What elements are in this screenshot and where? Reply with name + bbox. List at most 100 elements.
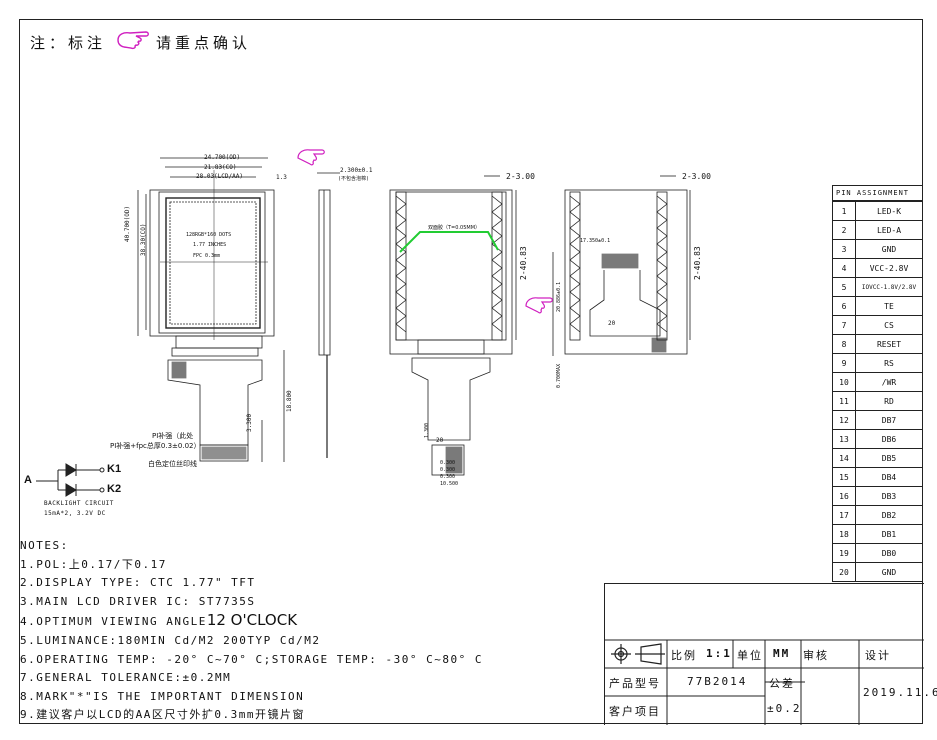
dim-label: 20 xyxy=(608,320,616,327)
note-line: 9.建议客户以LCD的AA区尺寸外扩0.3mm开镜片窗 xyxy=(20,708,305,722)
pin-number: 16 xyxy=(832,486,856,506)
pin-name: DB1 xyxy=(855,524,923,544)
pin-name: DB0 xyxy=(855,543,923,563)
pin-number: 5 xyxy=(832,277,856,297)
pin-assignment-title: PIN ASSIGNMENT xyxy=(832,185,923,201)
unit-value: MM xyxy=(773,647,791,660)
pin-name: LED-A xyxy=(855,220,923,240)
pin-dim: 0.300 xyxy=(440,474,456,480)
backlight-circuit xyxy=(36,463,105,497)
dim-label: 1.3 xyxy=(276,174,287,181)
backlight-title: BACKLIGHT CIRCUIT xyxy=(44,500,114,507)
pin-number: 18 xyxy=(832,524,856,544)
customer-label: 客户项目 xyxy=(609,705,661,718)
pointing-hand-icon xyxy=(525,297,553,314)
pin-name: /WR xyxy=(855,372,923,392)
note-line: 7.GENERAL TOLERANCE:±0.2MM xyxy=(20,671,232,685)
dim-label: 18.800 xyxy=(286,390,293,412)
pin-name: CS xyxy=(855,315,923,335)
pin-name: DB4 xyxy=(855,467,923,487)
note-line: 8.MARK"*"IS THE IMPORTANT DIMENSION xyxy=(20,689,305,703)
dim-label: 2.300±0.1 xyxy=(340,167,373,174)
note-line: 1.POL:上0.17/下0.17 xyxy=(20,557,167,571)
inner-label: FPC 0.3mm xyxy=(193,253,221,259)
inner-label: 128RGB*160 DOTS xyxy=(186,232,232,238)
pin-name: IOVCC-1.8V/2.8V xyxy=(855,277,923,297)
dim-label: 2-3.00 xyxy=(682,172,711,181)
dim-label: 17.350±0.1 xyxy=(580,238,611,244)
pin-number: 19 xyxy=(832,543,856,563)
pin-name: LED-K xyxy=(855,201,923,221)
pin-number: 13 xyxy=(832,429,856,449)
tolerance-value: ±0.2 xyxy=(767,702,802,715)
pin-number: 11 xyxy=(832,391,856,411)
pin-number: 15 xyxy=(832,467,856,487)
pin-dim: 0.300 xyxy=(440,460,456,466)
note-line: 3.MAIN LCD DRIVER IC: ST7735S xyxy=(20,594,256,608)
header-note: 注：标注 xyxy=(30,34,107,52)
side-view xyxy=(317,172,340,458)
note-white: 白色定位丝印线 xyxy=(148,460,197,468)
model-label: 产品型号 xyxy=(609,677,661,690)
anode-label: A xyxy=(24,474,32,486)
review-label: 审核 xyxy=(803,649,829,662)
date-value: 2019.11.6 xyxy=(863,686,937,699)
dim-label: 20.886±0.1 xyxy=(556,281,562,312)
pin-name: RD xyxy=(855,391,923,411)
dim-label: 28.03(LCD/AA) xyxy=(196,173,243,180)
dim-label: 38.30(CO) xyxy=(140,223,147,256)
model-value: 77B2014 xyxy=(687,675,748,688)
pin-number: 4 xyxy=(832,258,856,278)
header-confirm: 请重点确认 xyxy=(156,34,252,52)
pin-number: 10 xyxy=(832,372,856,392)
pin-name: TE xyxy=(855,296,923,316)
front-view xyxy=(137,157,285,462)
pin-row: 10/WR xyxy=(832,372,923,392)
pin-number: 14 xyxy=(832,448,856,468)
dim-label: 0.700MAX xyxy=(556,363,562,388)
pin-name: DB2 xyxy=(855,505,923,525)
dim-label: 24.700(OD) xyxy=(204,154,241,161)
notes-block: NOTES: 1.POL:上0.17/下0.17 2.DISPLAY TYPE:… xyxy=(20,537,483,725)
pin-number: 6 xyxy=(832,296,856,316)
design-label: 设计 xyxy=(865,649,891,662)
dim-label: 20 xyxy=(436,437,444,444)
pin-dim: 0.300 xyxy=(440,467,456,473)
pointing-hand-icon xyxy=(297,149,325,166)
pin-number: 1 xyxy=(832,201,856,221)
pin-name: DB6 xyxy=(855,429,923,449)
title-block: 比例 1:1 单位 MM 审核 设计 产品型号 77B2014 公差 ±0.2 … xyxy=(604,583,937,725)
k2-label: K2 xyxy=(107,483,122,495)
pin-name: RS xyxy=(855,353,923,373)
backlight-spec: 15mA*2, 3.2V DC xyxy=(44,510,106,517)
pin-dim: 10.500 xyxy=(440,481,459,487)
pin-name: VCC-2.8V xyxy=(855,258,923,278)
title-block-grid xyxy=(605,639,924,725)
unit-label: 单位 xyxy=(737,649,763,662)
scale-label: 比例 xyxy=(671,649,697,662)
tolerance-label: 公差 xyxy=(769,677,795,690)
dim-label: 2-40.83 xyxy=(519,246,528,280)
note-line: 5.LUMINANCE:180MIN Cd/M2 200TYP Cd/M2 xyxy=(20,633,321,647)
projection-symbol-icon xyxy=(611,643,665,665)
inner-label: 1.77 INCHES xyxy=(193,242,227,248)
foam-label: 双面胶（T=0.05MM） xyxy=(428,225,481,231)
pin-number: 17 xyxy=(832,505,856,525)
pin-number: 12 xyxy=(832,410,856,430)
note-line: 2.DISPLAY TYPE: CTC 1.77" TFT xyxy=(20,576,256,590)
k1-label: K1 xyxy=(107,463,122,475)
dim-label: 2-40.83 xyxy=(693,246,702,280)
